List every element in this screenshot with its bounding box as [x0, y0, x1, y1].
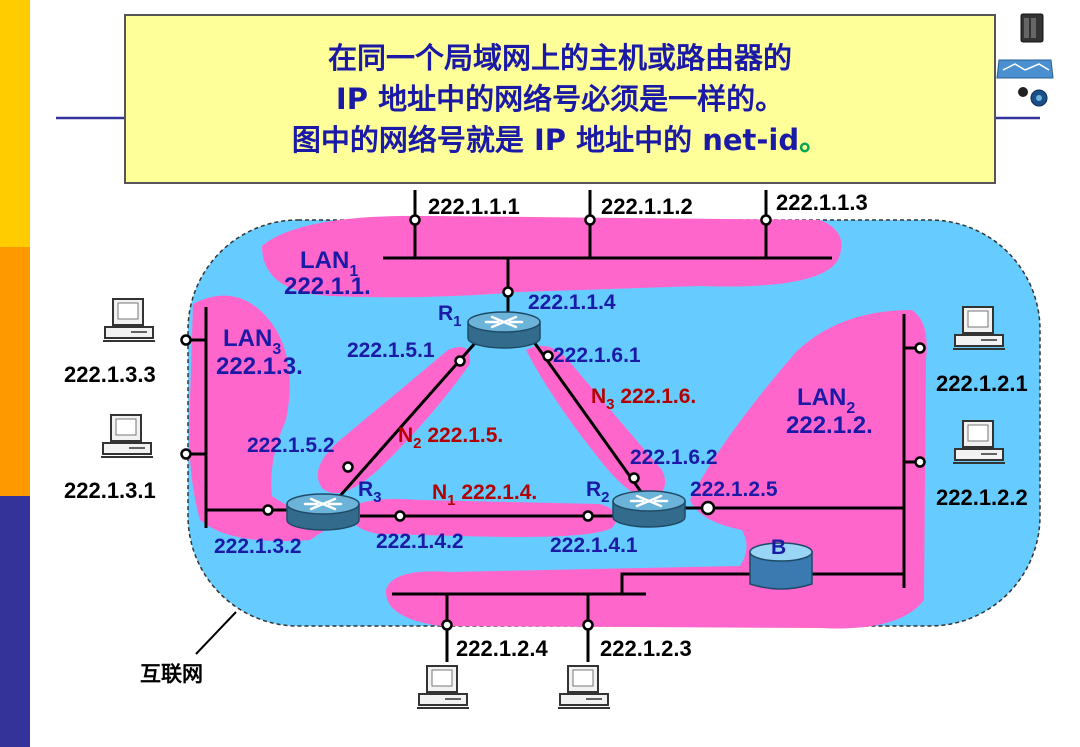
callout-line-2: IP 地址中的网络号必须是一样的。 [335, 81, 785, 116]
lan1-net: 222.1.1. [284, 273, 371, 300]
callout-period: 。 [799, 122, 829, 157]
computer-icon [416, 665, 470, 709]
n3-region [526, 345, 666, 500]
sidebar-navy [0, 496, 30, 747]
lan2-net: 222.1.2. [786, 412, 873, 439]
lan3-net: 222.1.3. [216, 353, 303, 380]
bridge-label: B [771, 536, 786, 559]
ip-host-113: 222.1.1.3 [776, 190, 868, 215]
sidebar-orange [0, 247, 30, 496]
ip-r3-n2: 222.1.5.2 [247, 434, 335, 457]
callout-line-3-text: 图中的网络号就是 IP 地址中的 net-id [291, 122, 800, 157]
bridge-icon [749, 542, 813, 590]
r3-label: R3 [358, 478, 382, 506]
ip-r1-lan1: 222.1.1.4 [528, 291, 616, 314]
ip-r1-n2: 222.1.5.1 [347, 339, 435, 362]
lan3-label: LAN3 [223, 325, 281, 358]
r2-label: R2 [586, 478, 610, 506]
lan2-label: LAN2 [797, 384, 855, 417]
ip-r3-lan3: 222.1.3.2 [214, 535, 302, 558]
router-icon [611, 489, 687, 529]
router-icon [285, 492, 361, 532]
r1-label: R1 [438, 302, 462, 330]
n1-label: N1 222.1.4. [432, 481, 537, 509]
n2-region [317, 347, 471, 494]
n1-region [349, 499, 617, 537]
ip-host-131: 222.1.3.1 [64, 478, 156, 503]
interface-ports [180, 214, 926, 631]
ip-r3-n1: 222.1.4.2 [376, 530, 464, 553]
computer-icon [102, 298, 156, 342]
ip-host-121: 222.1.2.1 [936, 371, 1028, 396]
lan3-region [189, 295, 340, 542]
n3-label: N3 222.1.6. [591, 385, 696, 413]
internet-label: 互联网 [140, 662, 203, 686]
callout-line-3: 图中的网络号就是 IP 地址中的 net-id。 [292, 120, 828, 161]
n2-label: N2 222.1.5. [398, 424, 503, 452]
network-hub-icon [996, 13, 1054, 107]
internet-pointer [195, 611, 237, 655]
n2-link [338, 341, 478, 497]
ip-host-111: 222.1.1.1 [428, 194, 520, 219]
ip-host-122: 222.1.2.2 [936, 485, 1028, 510]
n3-link [532, 341, 646, 497]
ip-host-112: 222.1.1.2 [601, 194, 693, 219]
computer-icon [557, 665, 611, 709]
ip-r2-n3: 222.1.6.2 [630, 446, 718, 469]
callout-line-1: 在同一个局域网上的主机或路由器的 [327, 40, 792, 75]
lan1-label: LAN1 [300, 247, 358, 280]
bridge-left-link [620, 572, 750, 594]
ip-host-123: 222.1.2.3 [600, 636, 692, 661]
sidebar-yellow [0, 0, 30, 247]
ip-host-124: 222.1.2.4 [456, 636, 549, 661]
ip-r2-lan2: 222.1.2.5 [690, 478, 778, 501]
computer-icon [100, 414, 154, 458]
router-icon [466, 310, 542, 350]
ip-r1-n3: 222.1.6.1 [553, 344, 641, 367]
ip-host-133: 222.1.3.3 [64, 362, 156, 387]
ip-r2-n1: 222.1.4.1 [550, 534, 638, 557]
callout-box: 在同一个局域网上的主机或路由器的 IP 地址中的网络号必须是一样的。 图中的网络… [124, 14, 996, 184]
